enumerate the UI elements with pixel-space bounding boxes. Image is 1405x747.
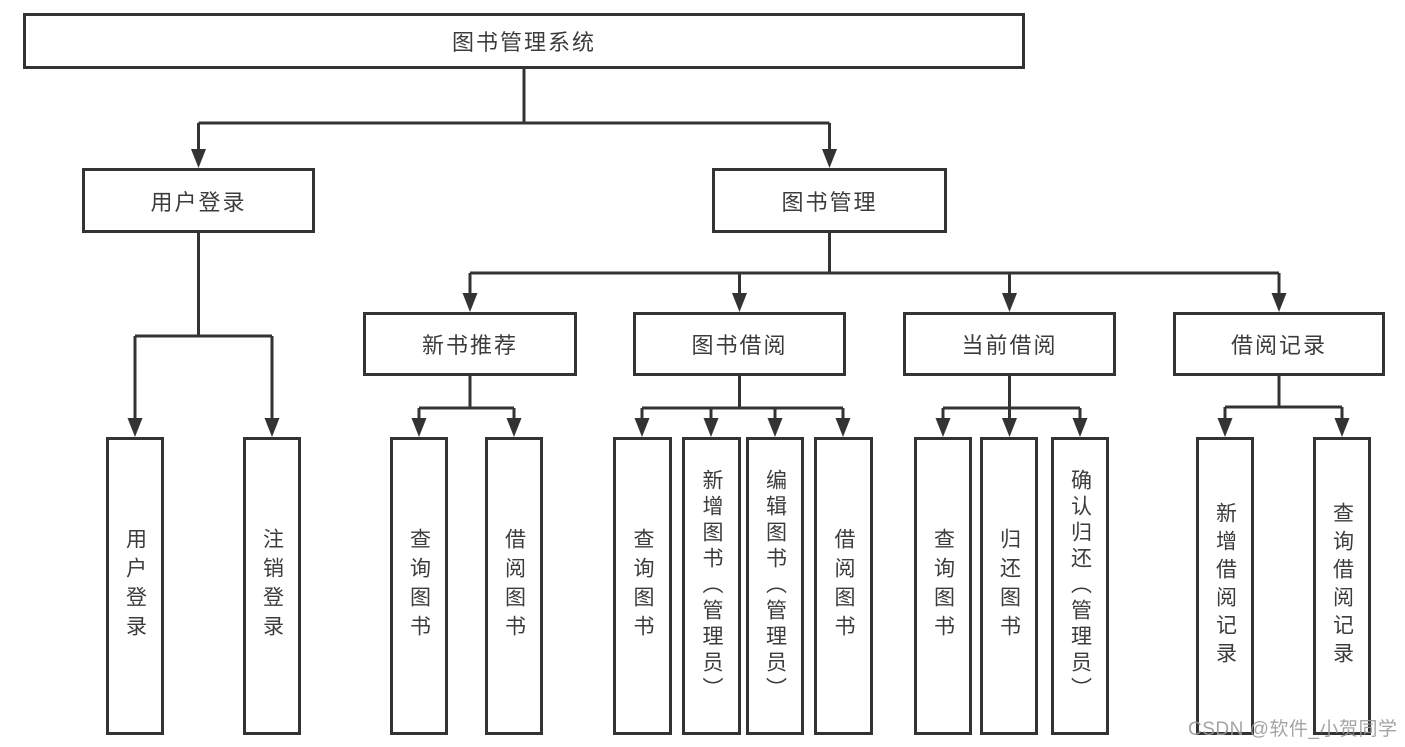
leaf-label: 查询图书 [631,528,654,644]
leaf-query-books-3: 查询图书 [914,437,972,735]
node-borrow-records: 借阅记录 [1173,312,1385,376]
node-label: 图书管理系统 [451,30,596,55]
node-label: 图书借阅 [691,333,788,358]
watermark: CSDN @软件_小贺同学 [1188,719,1398,740]
leaf-query-borrow-record: 查询借阅记录 [1313,437,1371,735]
leaf-label: 借阅图书 [502,528,526,644]
leaf-label: 确认归还（管理员） [1068,469,1092,703]
leaf-confirm-return-admin: 确认归还（管理员） [1051,437,1109,735]
node-label: 用户登录 [150,189,247,215]
node-book-borrow: 图书借阅 [633,312,846,376]
leaf-query-books-2: 查询图书 [613,437,672,735]
node-label: 当前借阅 [961,333,1058,358]
leaf-label: 借阅图书 [832,528,855,644]
leaf-add-borrow-record: 新增借阅记录 [1196,437,1254,735]
leaf-add-book-admin: 新增图书（管理员） [682,437,741,735]
leaf-logout-login: 注销登录 [243,437,301,735]
node-book-management: 图书管理 [712,168,947,233]
leaf-label: 用户登录 [123,528,147,644]
leaf-borrow-books-2: 借阅图书 [814,437,873,735]
leaf-query-books-1: 查询图书 [390,437,448,735]
leaf-borrow-books-1: 借阅图书 [485,437,543,735]
node-user-login: 用户登录 [82,168,315,233]
leaf-label: 注销登录 [260,528,284,644]
leaf-label: 归还图书 [997,528,1021,644]
leaf-label: 新增图书（管理员） [700,469,723,703]
node-library-management-system: 图书管理系统 [23,13,1025,69]
node-label: 新书推荐 [421,333,518,358]
leaf-label: 查询图书 [407,528,431,644]
leaf-return-book: 归还图书 [980,437,1038,735]
node-new-book-recommend: 新书推荐 [363,312,577,376]
node-current-borrow: 当前借阅 [903,312,1116,376]
node-label: 借阅记录 [1230,333,1327,358]
leaf-edit-book-admin: 编辑图书（管理员） [746,437,804,735]
leaf-label: 查询借阅记录 [1330,502,1354,670]
leaf-label: 查询图书 [931,528,955,644]
leaf-label: 编辑图书（管理员） [763,469,787,703]
leaf-label: 新增借阅记录 [1213,502,1237,670]
node-label: 图书管理 [781,189,878,215]
leaf-user-login: 用户登录 [106,437,164,735]
